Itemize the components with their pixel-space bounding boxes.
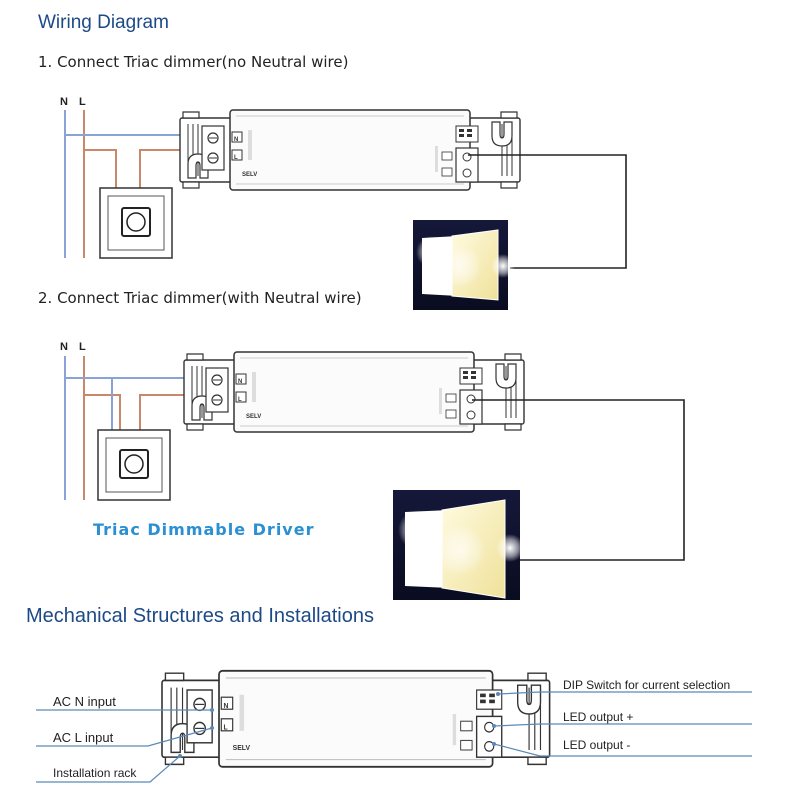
ac-n-callout-dot xyxy=(210,708,214,712)
step2-l-label: L xyxy=(79,341,86,353)
step1-wires xyxy=(64,110,210,258)
ac-l-callout-dot xyxy=(210,726,214,730)
ac-n-input-label: AC N input xyxy=(53,694,116,709)
led-neg-callout-dot xyxy=(492,742,496,746)
step2-selv-label: SELV xyxy=(246,414,261,420)
mech-terminal-l: L xyxy=(224,724,229,731)
step1-selv-label: SELV xyxy=(242,172,257,178)
mech-selv-label: SELV xyxy=(233,745,251,752)
step2-led-panel xyxy=(393,490,524,600)
step1-led-panel xyxy=(413,220,515,310)
step2-wires xyxy=(64,356,210,500)
mechanical-title: Mechanical Structures and Installations xyxy=(26,605,374,627)
step1-led-output-wire xyxy=(468,154,627,269)
step1-n-label: N xyxy=(60,96,68,108)
step2-terminal-n: N xyxy=(238,379,242,385)
installation-rack-label: Installation rack xyxy=(53,766,137,780)
led-output-positive-label: LED output + xyxy=(563,710,633,724)
wiring-diagram-title: Wiring Diagram xyxy=(38,12,169,33)
rack-callout-dot xyxy=(178,754,182,758)
step2-title: 2. Connect Triac dimmer(with Neutral wir… xyxy=(38,289,362,307)
step1-triac-dimmer xyxy=(99,187,173,259)
step1-l-label: L xyxy=(79,96,86,108)
step1-terminal-l: L xyxy=(234,155,238,161)
step2-led-output-wire xyxy=(472,399,685,561)
step1-title: 1. Connect Triac dimmer(no Neutral wire) xyxy=(38,53,348,71)
step1-led-driver: N L SELV xyxy=(179,109,521,191)
mech-terminal-n: N xyxy=(224,703,229,710)
step1-terminal-n: N xyxy=(234,137,238,143)
dip-switch-label: DIP Switch for current selection xyxy=(563,678,730,692)
mechanical-callout-lines xyxy=(36,691,752,783)
mechanical-led-driver: N L SELV xyxy=(161,669,551,768)
led-output-negative-label: LED output - xyxy=(563,738,630,752)
led-pos-callout-dot xyxy=(492,724,496,728)
step2-led-driver: N L SELV xyxy=(183,351,525,433)
step2-triac-dimmer xyxy=(97,429,171,501)
step2-terminal-l: L xyxy=(238,397,242,403)
dip-callout-dot xyxy=(496,692,500,696)
ac-l-input-label: AC L input xyxy=(53,730,114,745)
step2-n-label: N xyxy=(60,341,68,353)
triac-dimmable-driver-label: Triac Dimmable Driver xyxy=(93,520,314,539)
